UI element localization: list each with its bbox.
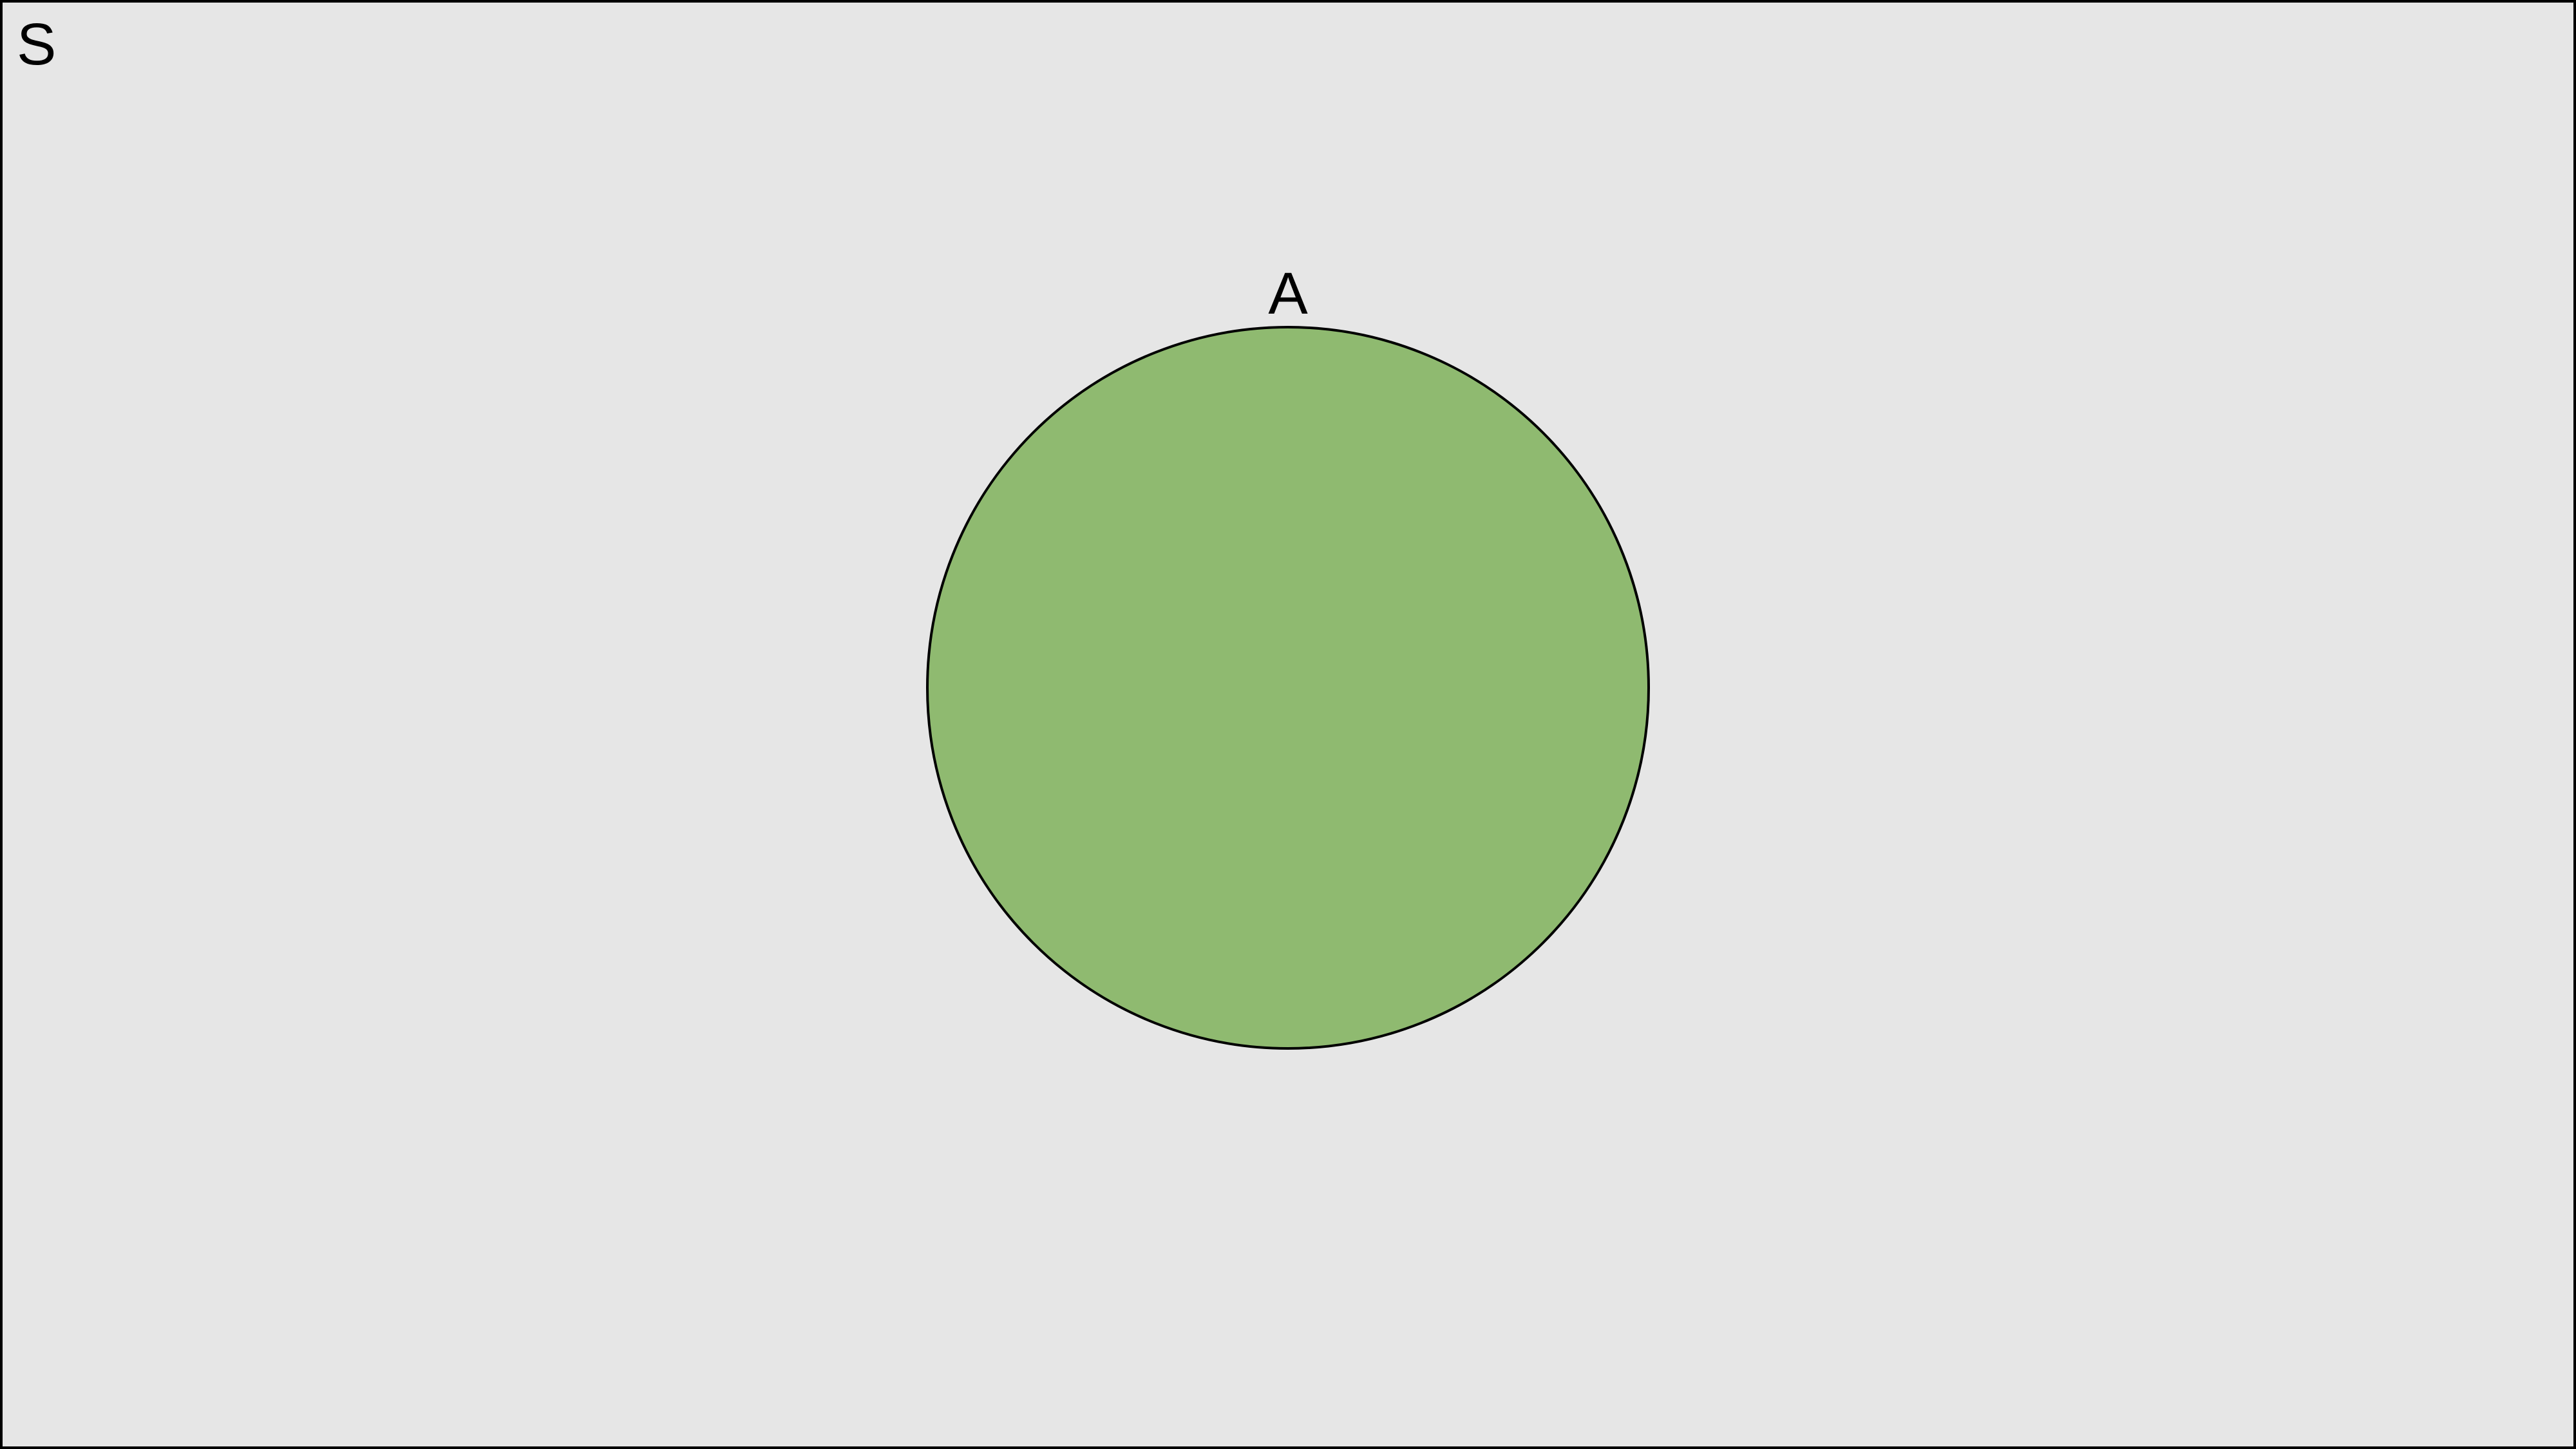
universe-label: S: [17, 12, 56, 77]
set-a-label: A: [1268, 261, 1308, 327]
set-a-circle: [926, 326, 1650, 1050]
